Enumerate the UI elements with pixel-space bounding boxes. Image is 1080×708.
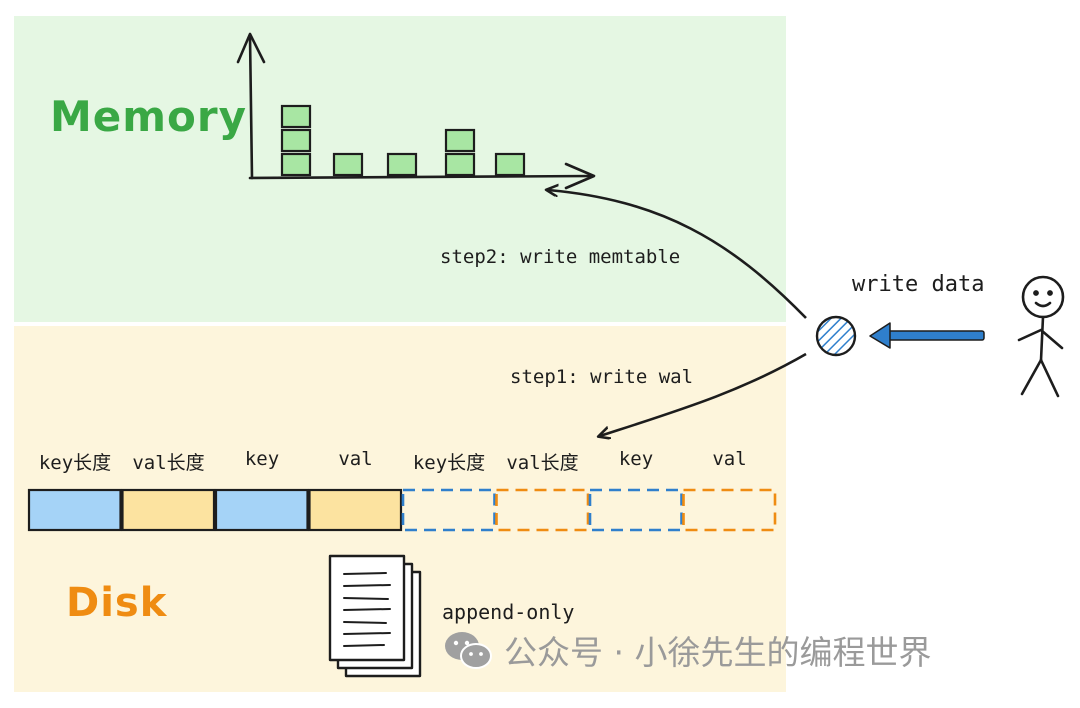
field-label: key [618,448,654,470]
memtable-block [444,152,476,177]
record-cell [588,488,683,532]
field-label: val [712,448,747,470]
step1-label: step1: write wal [510,366,694,388]
step1-arrow [600,352,807,436]
memtable-block [280,104,312,129]
record-cell [495,488,590,532]
record-cell [27,488,122,532]
record-cell [401,488,496,532]
memory-title: Memory [50,92,247,141]
record-cell [308,488,403,532]
memtable-block [494,152,526,177]
memtable-block [280,128,312,153]
field-label: val长度 [506,452,579,474]
record-cell [682,488,777,532]
field-label: val [338,448,373,470]
append-only-label: append-only [442,600,575,624]
write-data-arrow [869,322,985,349]
disk-title: Disk [66,580,168,626]
memtable-block [332,152,364,177]
memory-axes [236,32,596,190]
record-cell [214,488,309,532]
write-circle-icon [815,315,857,357]
step2-label: step2: write memtable [440,246,681,268]
field-label: val长度 [132,452,205,474]
memtable-block [280,152,312,177]
watermark-text: 公众号 · 小徐先生的编程世界 [504,633,932,672]
stick-figure-icon [1017,275,1065,398]
field-label: key长度 [38,452,112,474]
record-cell [121,488,216,532]
document-stack-icon [328,554,422,678]
write-data-label: write data [852,272,985,297]
memory-histogram [280,104,526,177]
record-row [27,488,777,532]
memtable-block [386,152,418,177]
field-label: key [244,448,280,470]
memtable-block [444,128,476,153]
wechat-icon [445,632,492,669]
field-label: key长度 [412,452,486,474]
watermark: 公众号 · 小徐先生的编程世界 [442,628,931,672]
step2-arrow [548,190,807,319]
